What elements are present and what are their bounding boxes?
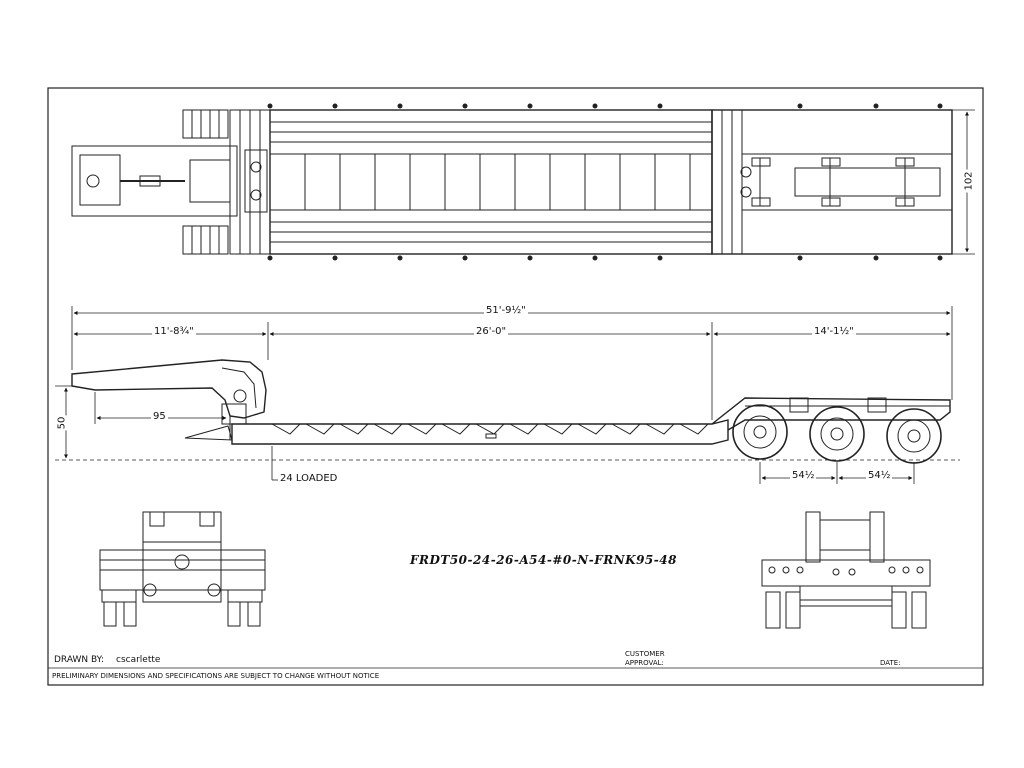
rear-length-label: 14'-1½" xyxy=(812,326,856,337)
rear-view xyxy=(761,511,931,629)
approval-label: APPROVAL: xyxy=(625,659,664,667)
deck-crossmembers xyxy=(304,154,691,210)
axle-spread-2-label: 54½ xyxy=(866,470,893,481)
side-view xyxy=(71,359,951,464)
axle-spread-1-label: 54½ xyxy=(790,470,817,481)
date-label: DATE: xyxy=(880,659,901,667)
rear-axle-plan xyxy=(740,157,915,207)
gooseneck-ramps xyxy=(182,109,229,255)
drawn-by-name: cscarlette xyxy=(116,655,161,665)
deck-brackets xyxy=(271,423,709,435)
width-label: 102 xyxy=(963,169,975,193)
gooseneck-length-label: 11'-8¾" xyxy=(152,326,196,337)
sheet-border xyxy=(47,87,984,686)
customer-label: CUSTOMER xyxy=(625,650,665,658)
rear-wheels xyxy=(732,404,942,464)
stake-pockets xyxy=(267,103,943,261)
overall-length-label: 51'-9½" xyxy=(484,305,528,316)
loaded-height-label: 24 LOADED xyxy=(280,473,338,484)
front-view xyxy=(99,511,266,627)
drawn-by-label: DRAWN BY: xyxy=(54,655,104,665)
swing-clearance-label: 95 xyxy=(151,411,168,422)
deck-length-label: 26'-0" xyxy=(474,326,509,337)
disclaimer-text: PRELIMINARY DIMENSIONS AND SPECIFICATION… xyxy=(52,672,380,680)
model-number: FRDT50-24-26-A54-#0-N-FRNK95-48 xyxy=(410,553,677,567)
top-view xyxy=(71,103,953,261)
deck-height-label: 50 xyxy=(56,415,68,431)
